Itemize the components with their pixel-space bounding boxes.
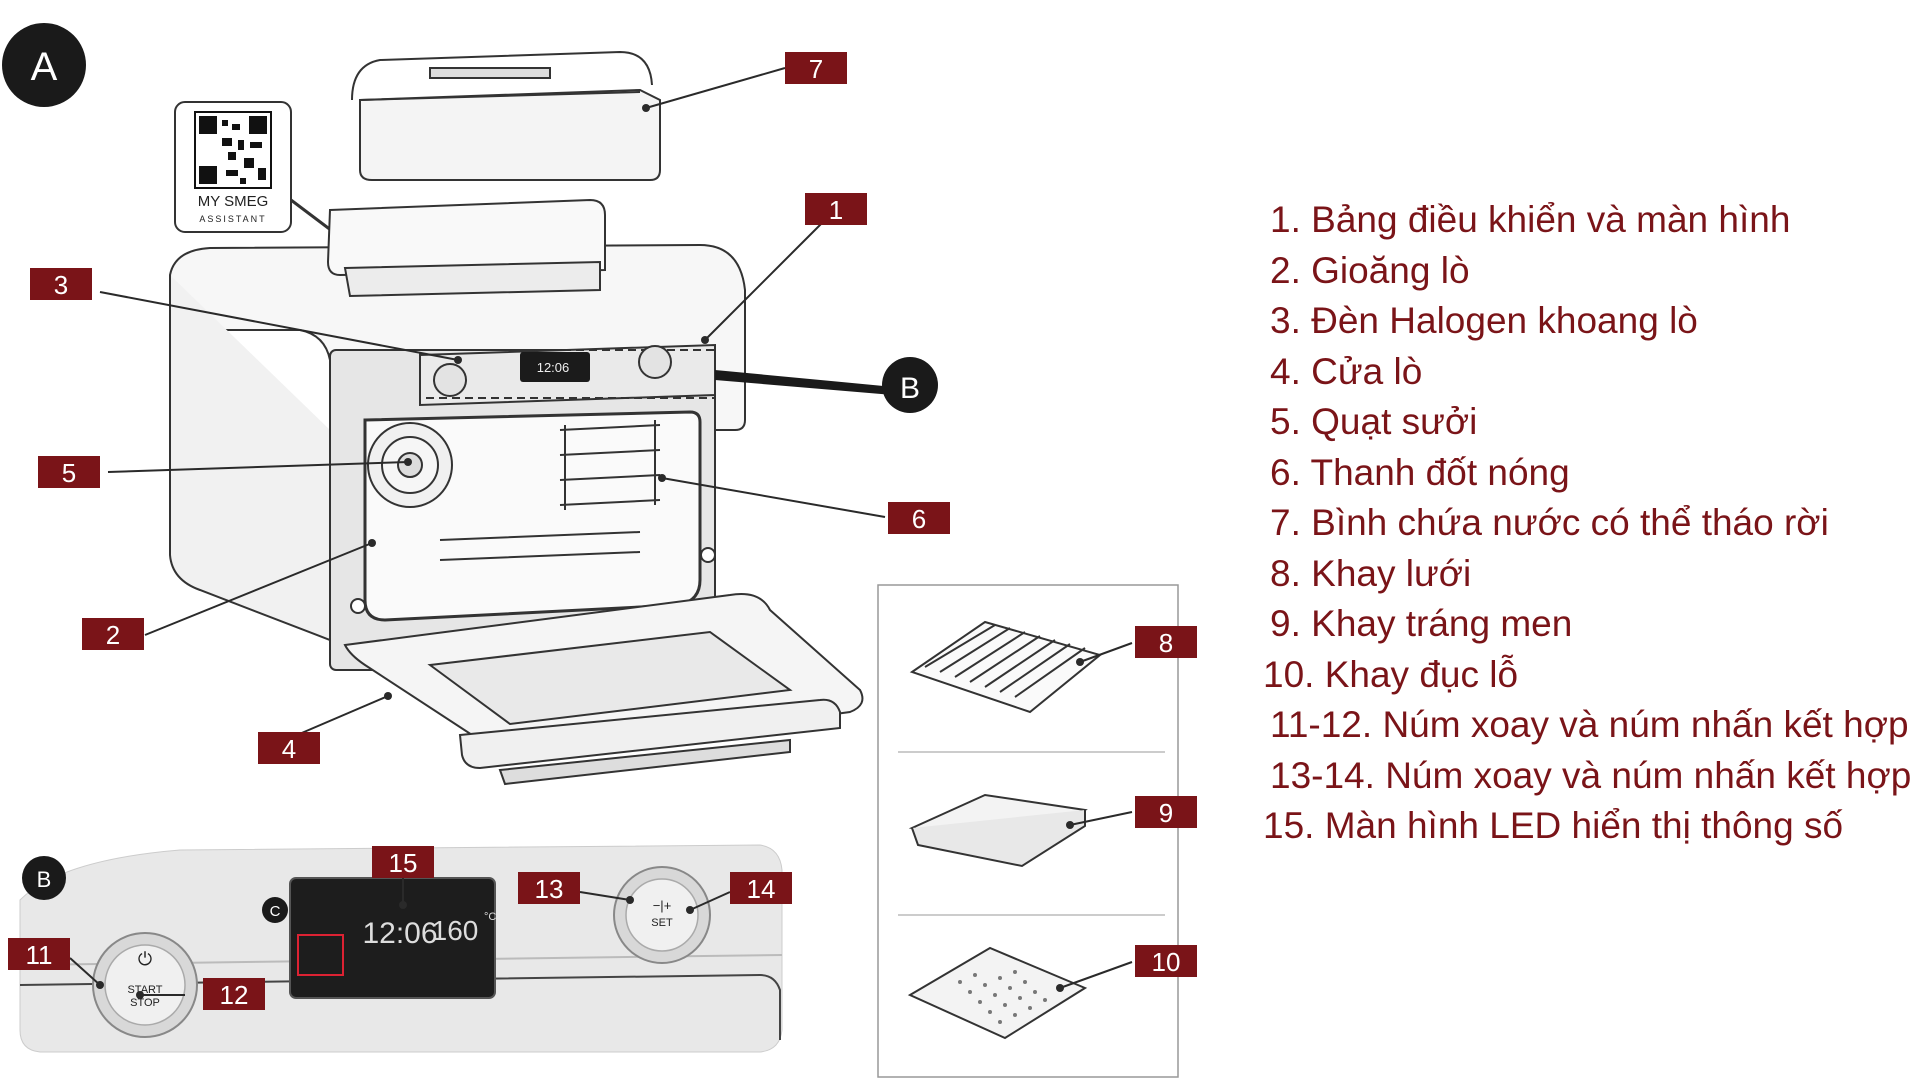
oven-body [168,198,746,671]
oven-door [343,547,864,786]
legend-item-8: 8. Khay lưới [1270,552,1472,594]
knob-set-label: SET [651,917,673,929]
callout-13: 13 [518,872,580,904]
legend-item-11: 11-12. Núm xoay và núm nhấn kết hợp [1270,704,1909,745]
svg-text:13: 13 [535,874,564,904]
legend: 1. Bảng điều khiển và màn hình 2. Gioăng… [1250,195,1912,852]
legend-item-13: 15. Màn hình LED hiển thị thông số [1263,805,1844,846]
oven-control-panel: 12:06 [419,345,716,399]
callout-8: 8 [1135,626,1197,658]
knob-start-stop[interactable]: ⏻ START STOP [92,932,198,1038]
oven-display-mini: 12:06 [537,360,570,375]
legend-item-7: 7. Bình chứa nước có thể tháo rời [1270,502,1829,543]
callout-10: 10 [1135,945,1197,977]
svg-text:1: 1 [829,195,843,225]
water-tank [351,50,661,181]
detail-display-temp: 160 [432,915,479,946]
svg-text:5: 5 [62,458,76,488]
svg-text:B: B [900,372,920,405]
callout-7: 7 [785,52,847,84]
legend-item-6: 6. Thanh đốt nóng [1270,451,1570,493]
knob-set[interactable]: −|+ SET [613,866,711,964]
svg-text:4: 4 [282,734,296,764]
callout-6: 6 [888,502,950,534]
legend-item-4: 4. Cửa lò [1270,350,1423,392]
callout-4: 4 [258,732,320,764]
legend-item-10: 10. Khay đục lỗ [1263,653,1519,695]
svg-text:7: 7 [809,54,823,84]
callout-3: 3 [30,268,92,300]
detail-display-unit: °C [484,911,496,923]
svg-text:3: 3 [54,270,68,300]
badge-b-main: B [882,357,938,413]
svg-text:8: 8 [1159,628,1173,658]
legend-item-12: 13-14. Núm xoay và núm nhấn kết hợp [1270,754,1912,796]
power-icon: ⏻ [138,949,152,969]
detail-display-time: 12:06 [362,917,437,950]
knob-set-sign: −|+ [653,898,672,913]
leader-lines [69,67,1133,996]
qr-code-icon [194,111,272,189]
knob-start-label: START [127,984,162,996]
knob-stop-label: STOP [130,997,160,1009]
svg-text:10: 10 [1152,947,1181,977]
svg-text:A: A [31,45,58,89]
callout-14: 14 [730,872,792,904]
svg-text:15: 15 [389,848,418,878]
callout-15: 15 [372,846,434,878]
callout-1: 1 [805,193,867,225]
callout-5: 5 [38,456,100,488]
callout-2: 2 [82,618,144,650]
accessories-box [877,584,1179,1078]
legend-item-5: 5. Quạt sưởi [1270,401,1478,442]
badge-b-detail: B [22,856,66,900]
svg-text:B: B [37,867,52,892]
svg-text:C: C [270,903,281,920]
legend-item-2: 2. Gioăng lò [1270,249,1470,291]
callout-9: 9 [1135,796,1197,828]
svg-text:14: 14 [747,874,776,904]
leader-dots [96,104,1084,999]
wire-rack [909,620,1103,714]
legend-item-3: 3. Đèn Halogen khoang lò [1270,300,1698,341]
svg-text:12: 12 [220,980,249,1010]
badge-c: C [262,897,288,923]
legend-item-9: 9. Khay tráng men [1270,603,1573,644]
qr-card: MY SMEG ASSISTANT [174,101,292,233]
enameled-tray [908,793,1088,868]
legend-item-1: 1. Bảng điều khiển và màn hình [1270,199,1791,240]
callout-11: 11 [8,938,70,970]
svg-text:9: 9 [1159,798,1173,828]
qr-label-line1: MY SMEG [198,193,269,210]
perforated-tray [907,946,1088,1040]
svg-text:2: 2 [106,620,120,650]
callout-12: 12 [203,978,265,1010]
qr-label-line2: ASSISTANT [199,214,266,224]
badge-a: A [2,23,86,107]
svg-text:11: 11 [26,940,53,970]
svg-text:6: 6 [912,504,926,534]
